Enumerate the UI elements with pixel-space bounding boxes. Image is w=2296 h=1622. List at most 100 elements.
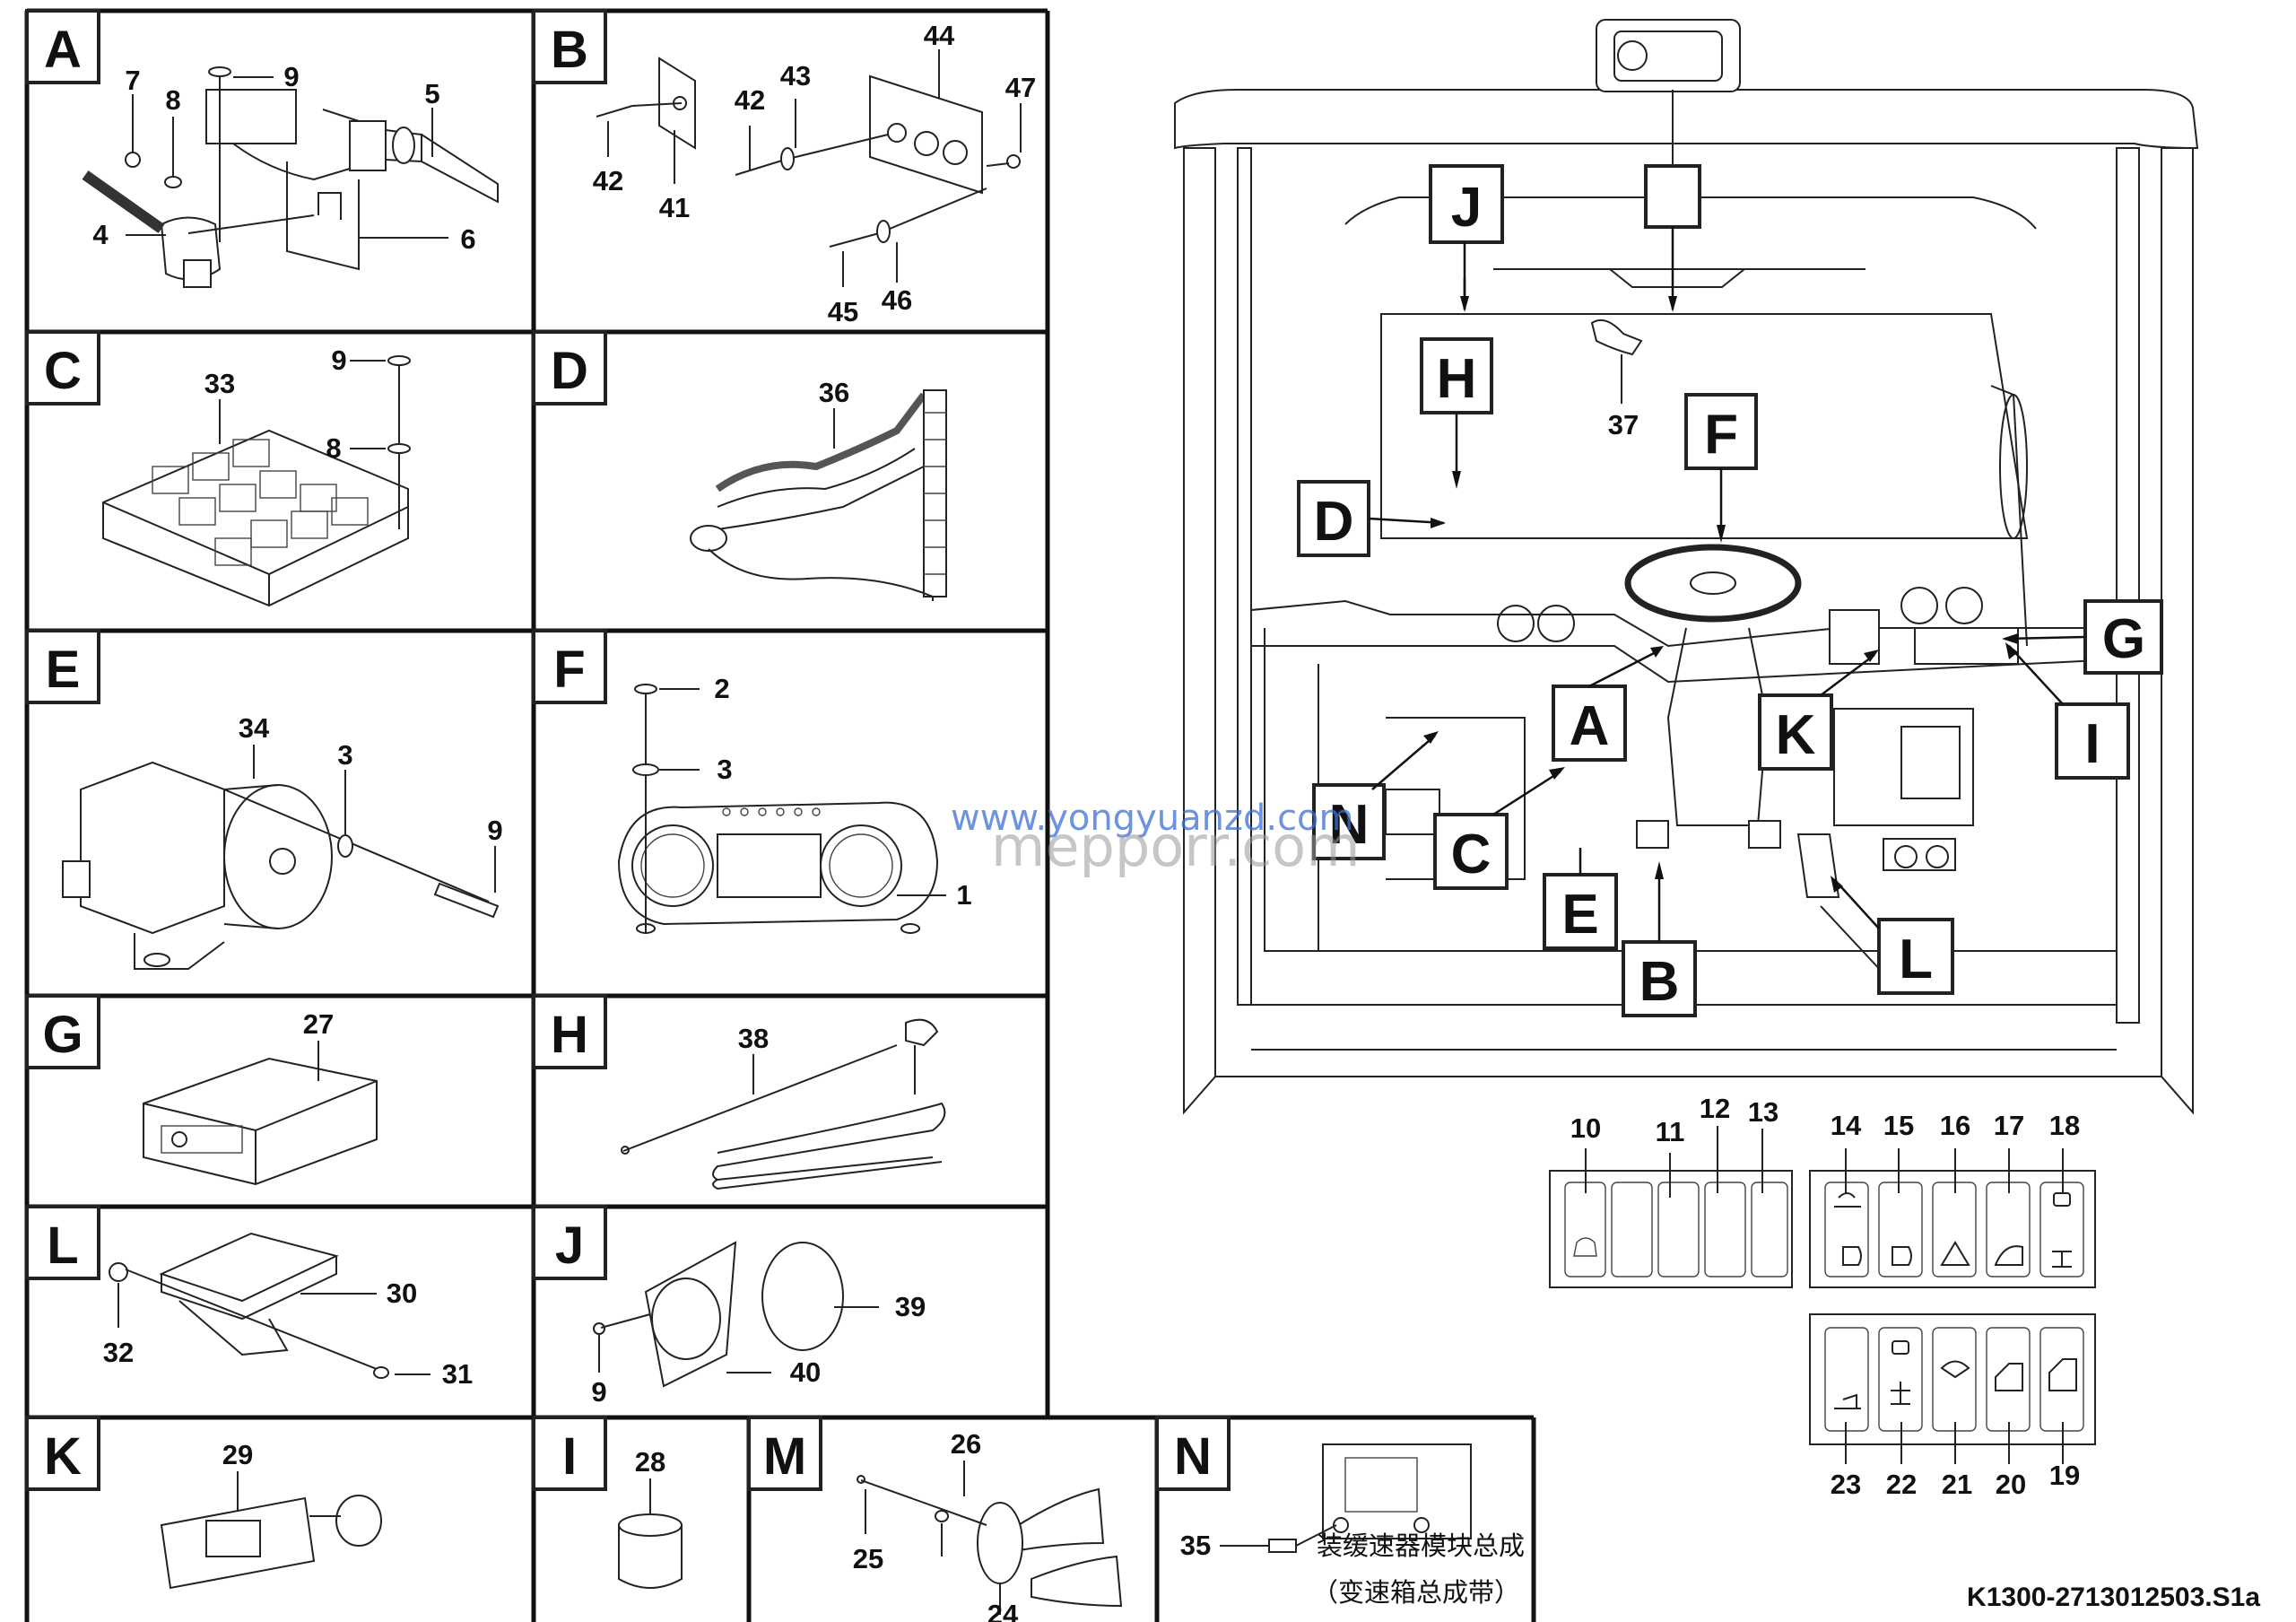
svg-text:14: 14 xyxy=(1831,1110,1862,1141)
svg-text:29: 29 xyxy=(222,1439,253,1470)
svg-text:B: B xyxy=(1639,951,1680,1013)
svg-text:33: 33 xyxy=(204,368,235,399)
svg-text:D: D xyxy=(551,342,588,400)
cab-callouts: J H D F G A K I xyxy=(1297,164,2163,1017)
svg-text:8: 8 xyxy=(165,84,180,116)
panel-letter-f: F xyxy=(532,629,607,704)
svg-text:11: 11 xyxy=(1656,1116,1685,1147)
svg-text:I: I xyxy=(2084,713,2100,775)
svg-text:16: 16 xyxy=(1940,1110,1970,1141)
switch-panel-right: 14 15 16 17 18 xyxy=(1809,1110,2096,1288)
panel-i-art: 28 xyxy=(618,1446,683,1589)
svg-text:3: 3 xyxy=(337,739,352,771)
svg-text:www.yongyuanzd.com: www.yongyuanzd.com xyxy=(951,798,1354,839)
panel-n-art: 35 装缓速器模块总成 （变速箱总成带） xyxy=(1180,1443,1525,1608)
svg-text:38: 38 xyxy=(738,1023,769,1054)
svg-text:10: 10 xyxy=(1570,1112,1601,1144)
svg-text:17: 17 xyxy=(1994,1110,2024,1141)
svg-text:4: 4 xyxy=(92,219,109,250)
svg-text:32: 32 xyxy=(103,1337,134,1368)
panel-g-art: 27 xyxy=(143,1008,378,1186)
svg-text:12: 12 xyxy=(1700,1093,1730,1124)
svg-text:G: G xyxy=(2102,608,2145,670)
panel-d-art: 36 xyxy=(690,377,947,601)
svg-text:22: 22 xyxy=(1886,1469,1917,1500)
panel-letter-d: D xyxy=(532,330,607,406)
panel-letters: A B C D E F G H L J K I M N xyxy=(25,9,1231,1491)
svg-text:35: 35 xyxy=(1180,1530,1211,1561)
svg-text:34: 34 xyxy=(239,712,270,744)
svg-text:E: E xyxy=(46,641,81,699)
svg-text:1: 1 xyxy=(956,879,971,911)
panel-a-art: 7 8 9 5 4 6 xyxy=(82,61,499,288)
panel-letter-l: L xyxy=(25,1205,100,1280)
panel-letter-m: M xyxy=(747,1416,822,1491)
panel-letter-n: N xyxy=(1155,1416,1231,1491)
panel-letter-a: A xyxy=(25,9,100,84)
svg-text:3: 3 xyxy=(717,754,732,785)
svg-text:18: 18 xyxy=(2049,1110,2080,1141)
panel-letter-i: I xyxy=(532,1416,607,1491)
switch-panel-bottom: 23 22 21 20 19 xyxy=(1809,1313,2096,1500)
panel-letter-k: K xyxy=(25,1416,100,1491)
panel-c-art: 33 9 8 xyxy=(102,344,411,607)
svg-text:42: 42 xyxy=(735,84,765,116)
svg-text:8: 8 xyxy=(326,432,341,464)
svg-text:C: C xyxy=(1451,824,1492,885)
panel-b-art: 42 41 42 43 44 47 45 46 xyxy=(593,20,1036,327)
svg-text:N: N xyxy=(1174,1427,1212,1486)
svg-text:27: 27 xyxy=(303,1008,334,1040)
svg-text:F: F xyxy=(553,641,585,699)
drawing-code: K1300-2713012503.S1a xyxy=(1967,1583,2260,1612)
svg-text:13: 13 xyxy=(1748,1096,1779,1128)
svg-text:9: 9 xyxy=(591,1376,606,1408)
svg-text:L: L xyxy=(1899,929,1933,990)
svg-text:F: F xyxy=(1704,404,1738,466)
svg-text:19: 19 xyxy=(2049,1460,2080,1491)
svg-text:23: 23 xyxy=(1831,1469,1861,1500)
panel-m-art: 26 25 24 xyxy=(853,1428,1123,1622)
svg-text:D: D xyxy=(1314,491,1354,553)
svg-text:N: N xyxy=(1329,794,1370,856)
svg-text:47: 47 xyxy=(1005,72,1036,103)
retarder-module-note: （变速箱总成带） xyxy=(1312,1577,1520,1608)
svg-text:42: 42 xyxy=(593,165,623,196)
svg-text:45: 45 xyxy=(828,296,858,327)
panel-e-art: 34 3 9 xyxy=(62,712,503,970)
switch-panel-left: 10 11 12 13 xyxy=(1549,1093,1793,1288)
svg-text:9: 9 xyxy=(331,344,346,376)
svg-text:L: L xyxy=(47,1216,78,1275)
svg-text:28: 28 xyxy=(635,1446,665,1478)
cab-drawing xyxy=(1174,19,2199,1115)
retarder-module-caption: 装缓速器模块总成 xyxy=(1317,1530,1525,1561)
panel-l-art: 32 30 31 xyxy=(103,1232,473,1390)
svg-text:15: 15 xyxy=(1883,1110,1914,1141)
svg-text:J: J xyxy=(1451,177,1482,239)
panel-j-art: 39 40 9 xyxy=(591,1241,926,1408)
svg-text:5: 5 xyxy=(424,78,439,109)
svg-text:31: 31 xyxy=(442,1358,473,1390)
panel-letter-j: J xyxy=(532,1205,607,1280)
svg-text:6: 6 xyxy=(460,223,475,255)
svg-text:A: A xyxy=(44,21,82,79)
panel-k-art: 29 xyxy=(160,1439,382,1590)
svg-text:G: G xyxy=(42,1006,83,1064)
svg-text:7: 7 xyxy=(125,65,140,96)
watermark: www.yongyuanzd.com mepporr.com xyxy=(951,798,1361,879)
svg-text:B: B xyxy=(551,21,588,79)
svg-text:21: 21 xyxy=(1942,1469,1972,1500)
svg-text:I: I xyxy=(562,1427,577,1486)
svg-text:C: C xyxy=(44,342,82,400)
svg-text:30: 30 xyxy=(387,1278,417,1309)
panel-h-art: 38 xyxy=(621,1018,946,1190)
svg-text:46: 46 xyxy=(882,284,912,316)
svg-text:9: 9 xyxy=(487,815,502,846)
svg-text:36: 36 xyxy=(819,377,849,408)
svg-text:K: K xyxy=(44,1427,82,1486)
svg-text:40: 40 xyxy=(790,1356,821,1388)
svg-text:E: E xyxy=(1561,884,1598,946)
svg-text:41: 41 xyxy=(659,192,690,223)
svg-text:26: 26 xyxy=(951,1428,981,1460)
svg-text:20: 20 xyxy=(1996,1469,2026,1500)
